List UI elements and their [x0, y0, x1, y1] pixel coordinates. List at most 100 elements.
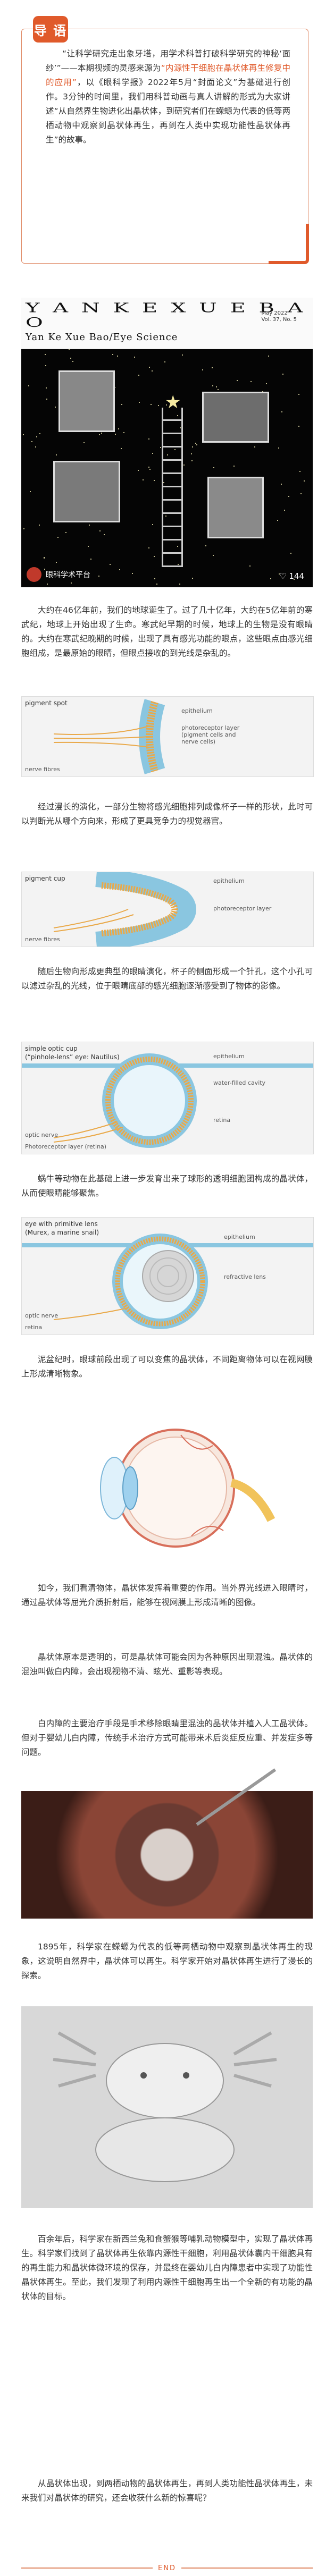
fig3-label-cavity: water-filled cavity — [213, 1079, 266, 1086]
star-dot — [31, 441, 32, 442]
intro-text-highlight: “内源性干细胞在晶状体再生修复中的应用” — [46, 63, 290, 87]
fig4-label-retina: retina — [25, 1324, 42, 1331]
star-dot — [56, 562, 57, 563]
star-dot — [23, 528, 24, 529]
star-dot — [132, 573, 133, 574]
star-dot — [233, 466, 235, 467]
star-dot — [89, 525, 90, 526]
fig1-title: pigment spot — [25, 699, 68, 707]
star-dot — [99, 530, 101, 531]
star-dot — [279, 573, 280, 575]
star-dot — [88, 546, 89, 547]
star-dot — [192, 578, 193, 579]
star-dot — [205, 545, 206, 546]
star-dot — [98, 576, 99, 577]
fig3-label-retina: retina — [213, 1117, 230, 1124]
fig1-label-photoreceptor: photoreceptor layer — [181, 724, 240, 731]
primitive-lens-diagram: eye with primitive lens (Murex, a marine… — [22, 1218, 313, 1335]
figure-pigment-spot: pigment spot epithelium photoreceptor la… — [21, 696, 314, 777]
likes-count: 144 — [289, 571, 304, 581]
star-dot — [71, 582, 72, 584]
video-channel[interactable]: 眼科学术平台 — [27, 567, 90, 582]
paragraph-1: 大约在46亿年前，我们的地球诞生了。过了几十亿年，大约在5亿年前的寒武纪，地球上… — [21, 605, 313, 658]
star-dot — [152, 453, 153, 454]
cover-frame-monkey — [207, 477, 264, 538]
journal-date: May 2022 — [261, 310, 288, 316]
star-dot — [212, 385, 213, 386]
video-likes[interactable]: ♡ 144 — [279, 571, 304, 581]
star-dot — [117, 356, 118, 357]
cover-ladder — [162, 408, 183, 567]
star-dot — [164, 361, 165, 362]
paragraph-4: 蜗牛等动物在此基础上进一步发育出来了球形的透明细胞团构成的晶状体，从而使眼睛能够… — [21, 1174, 313, 1198]
axolotl-photo — [21, 2006, 313, 2208]
star-dot — [154, 480, 155, 481]
end-bar-left — [21, 2567, 153, 2569]
paragraph-6: 如今，我们看清物体，晶状体发挥着重要的作用。当外界光线进入眼睛时，通过晶状体等屈… — [21, 1583, 313, 1607]
star-dot — [237, 380, 238, 381]
star-dot — [196, 444, 197, 445]
star-dot — [90, 559, 91, 560]
channel-logo-icon — [27, 567, 41, 582]
intro-section: 导 语 “让科学研究走出象牙塔，用学术科普打破科学研究的神秘‘面纱’”——本期视… — [21, 16, 309, 266]
eyeball-svg — [100, 1429, 275, 1548]
cover-image[interactable]: ★ 眼科学术平台 ♡ 144 — [21, 349, 313, 587]
intro-box-corner — [269, 224, 309, 264]
star-dot — [148, 467, 149, 468]
star-dot — [249, 565, 250, 567]
fig2-label-photoreceptor: photoreceptor layer — [213, 905, 272, 912]
journal-volume: May 2022 Vol. 37, No. 5 — [261, 310, 297, 323]
star-dot — [112, 354, 113, 355]
star-dot — [121, 448, 122, 449]
paragraph-9: 1895年，科学家在蝾螈为代表的低等两栖动物中观察到晶状体再生的现象，这说明自然… — [21, 1942, 313, 1980]
star-dot — [183, 464, 185, 466]
fig1-label-nerve-fibres: nerve fibres — [25, 766, 60, 773]
star-dot — [28, 385, 29, 386]
video-cover[interactable]: Y A N K E X U E B A O Yan Ke Xue Bao/Eye… — [21, 298, 313, 587]
star-dot — [202, 369, 203, 370]
star-dot — [268, 356, 269, 357]
star-dot — [123, 432, 124, 433]
fig3-label-optic-nerve: optic nerve — [25, 1131, 58, 1138]
star-dot — [179, 584, 180, 585]
star-dot — [158, 405, 159, 406]
journal-subtitle: Yan Ke Xue Bao/Eye Science — [26, 332, 178, 343]
star-dot — [266, 383, 267, 384]
star-dot — [57, 537, 59, 538]
paragraph-7: 晶状体原本是透明的，可是晶状体可能会因为各种原因出现混浊。晶状体的混浊叫做白内障… — [21, 1652, 313, 1676]
star-dot — [288, 496, 289, 497]
star-dot — [151, 404, 152, 405]
paragraph-5: 泥盆纪时，眼球前段出现了可以变焦的晶状体，不同距离物体可以在视网膜上形成清晰物象… — [21, 1355, 313, 1379]
star-dot — [212, 367, 213, 368]
star-dot — [139, 402, 140, 403]
star-dot — [281, 411, 282, 412]
heart-icon: ♡ — [279, 571, 287, 581]
star-dot — [84, 442, 85, 443]
star-dot — [216, 386, 217, 387]
star-dot — [119, 569, 120, 570]
star-dot — [104, 534, 105, 535]
star-dot — [299, 471, 300, 472]
star-dot — [35, 446, 36, 447]
star-dot — [278, 447, 279, 449]
star-dot — [46, 387, 47, 388]
fig4-subtitle: (Murex, a marine snail) — [25, 1229, 99, 1236]
star-dot — [39, 433, 40, 434]
star-dot — [36, 436, 37, 437]
fig3-label-epithelium: epithelium — [213, 1053, 245, 1060]
star-dot — [55, 407, 56, 408]
star-dot — [152, 524, 153, 525]
star-dot — [46, 399, 47, 400]
channel-name: 眼科学术平台 — [46, 571, 90, 579]
star-dot — [47, 584, 48, 585]
cover-frame-salamander — [53, 461, 120, 522]
figure-simple-optic-cup: simple optic cup (“pinhole-lens” eye: Na… — [21, 1042, 314, 1154]
fig3-title: simple optic cup — [25, 1045, 78, 1052]
cataract-surgery-photo — [21, 1768, 313, 1919]
fig2-label-epithelium: epithelium — [213, 877, 245, 884]
star-dot — [101, 433, 102, 434]
star-dot — [138, 375, 139, 376]
star-dot — [195, 443, 196, 444]
star-dot — [138, 470, 139, 471]
star-dot — [213, 555, 214, 556]
